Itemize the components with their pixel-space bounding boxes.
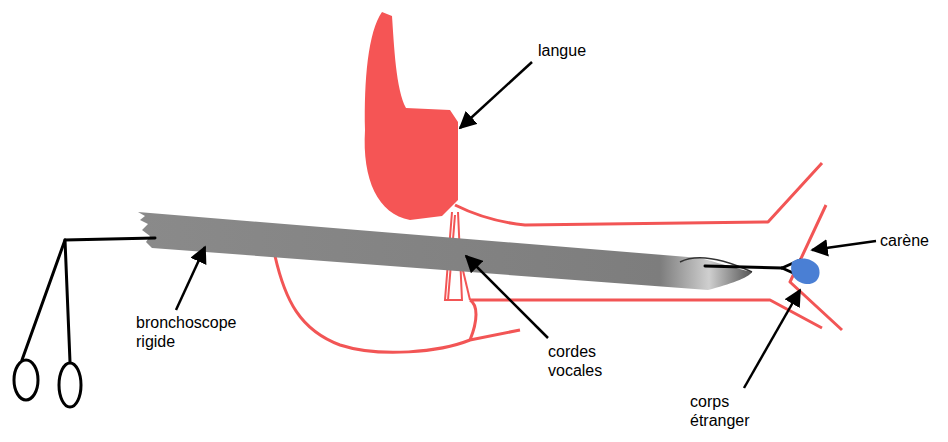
forceps: [14, 238, 800, 407]
part-label: carène: [880, 231, 944, 250]
leader-arrows: [176, 62, 876, 388]
part-label: cordes vocales: [548, 342, 628, 380]
part-label: langue: [538, 41, 618, 60]
foreign-body: [791, 259, 819, 284]
part-label: bronchoscope rigide: [136, 313, 246, 351]
tongue: [365, 12, 458, 220]
rigid-bronchoscope: [138, 212, 752, 290]
part-label: corps étranger: [690, 392, 780, 430]
